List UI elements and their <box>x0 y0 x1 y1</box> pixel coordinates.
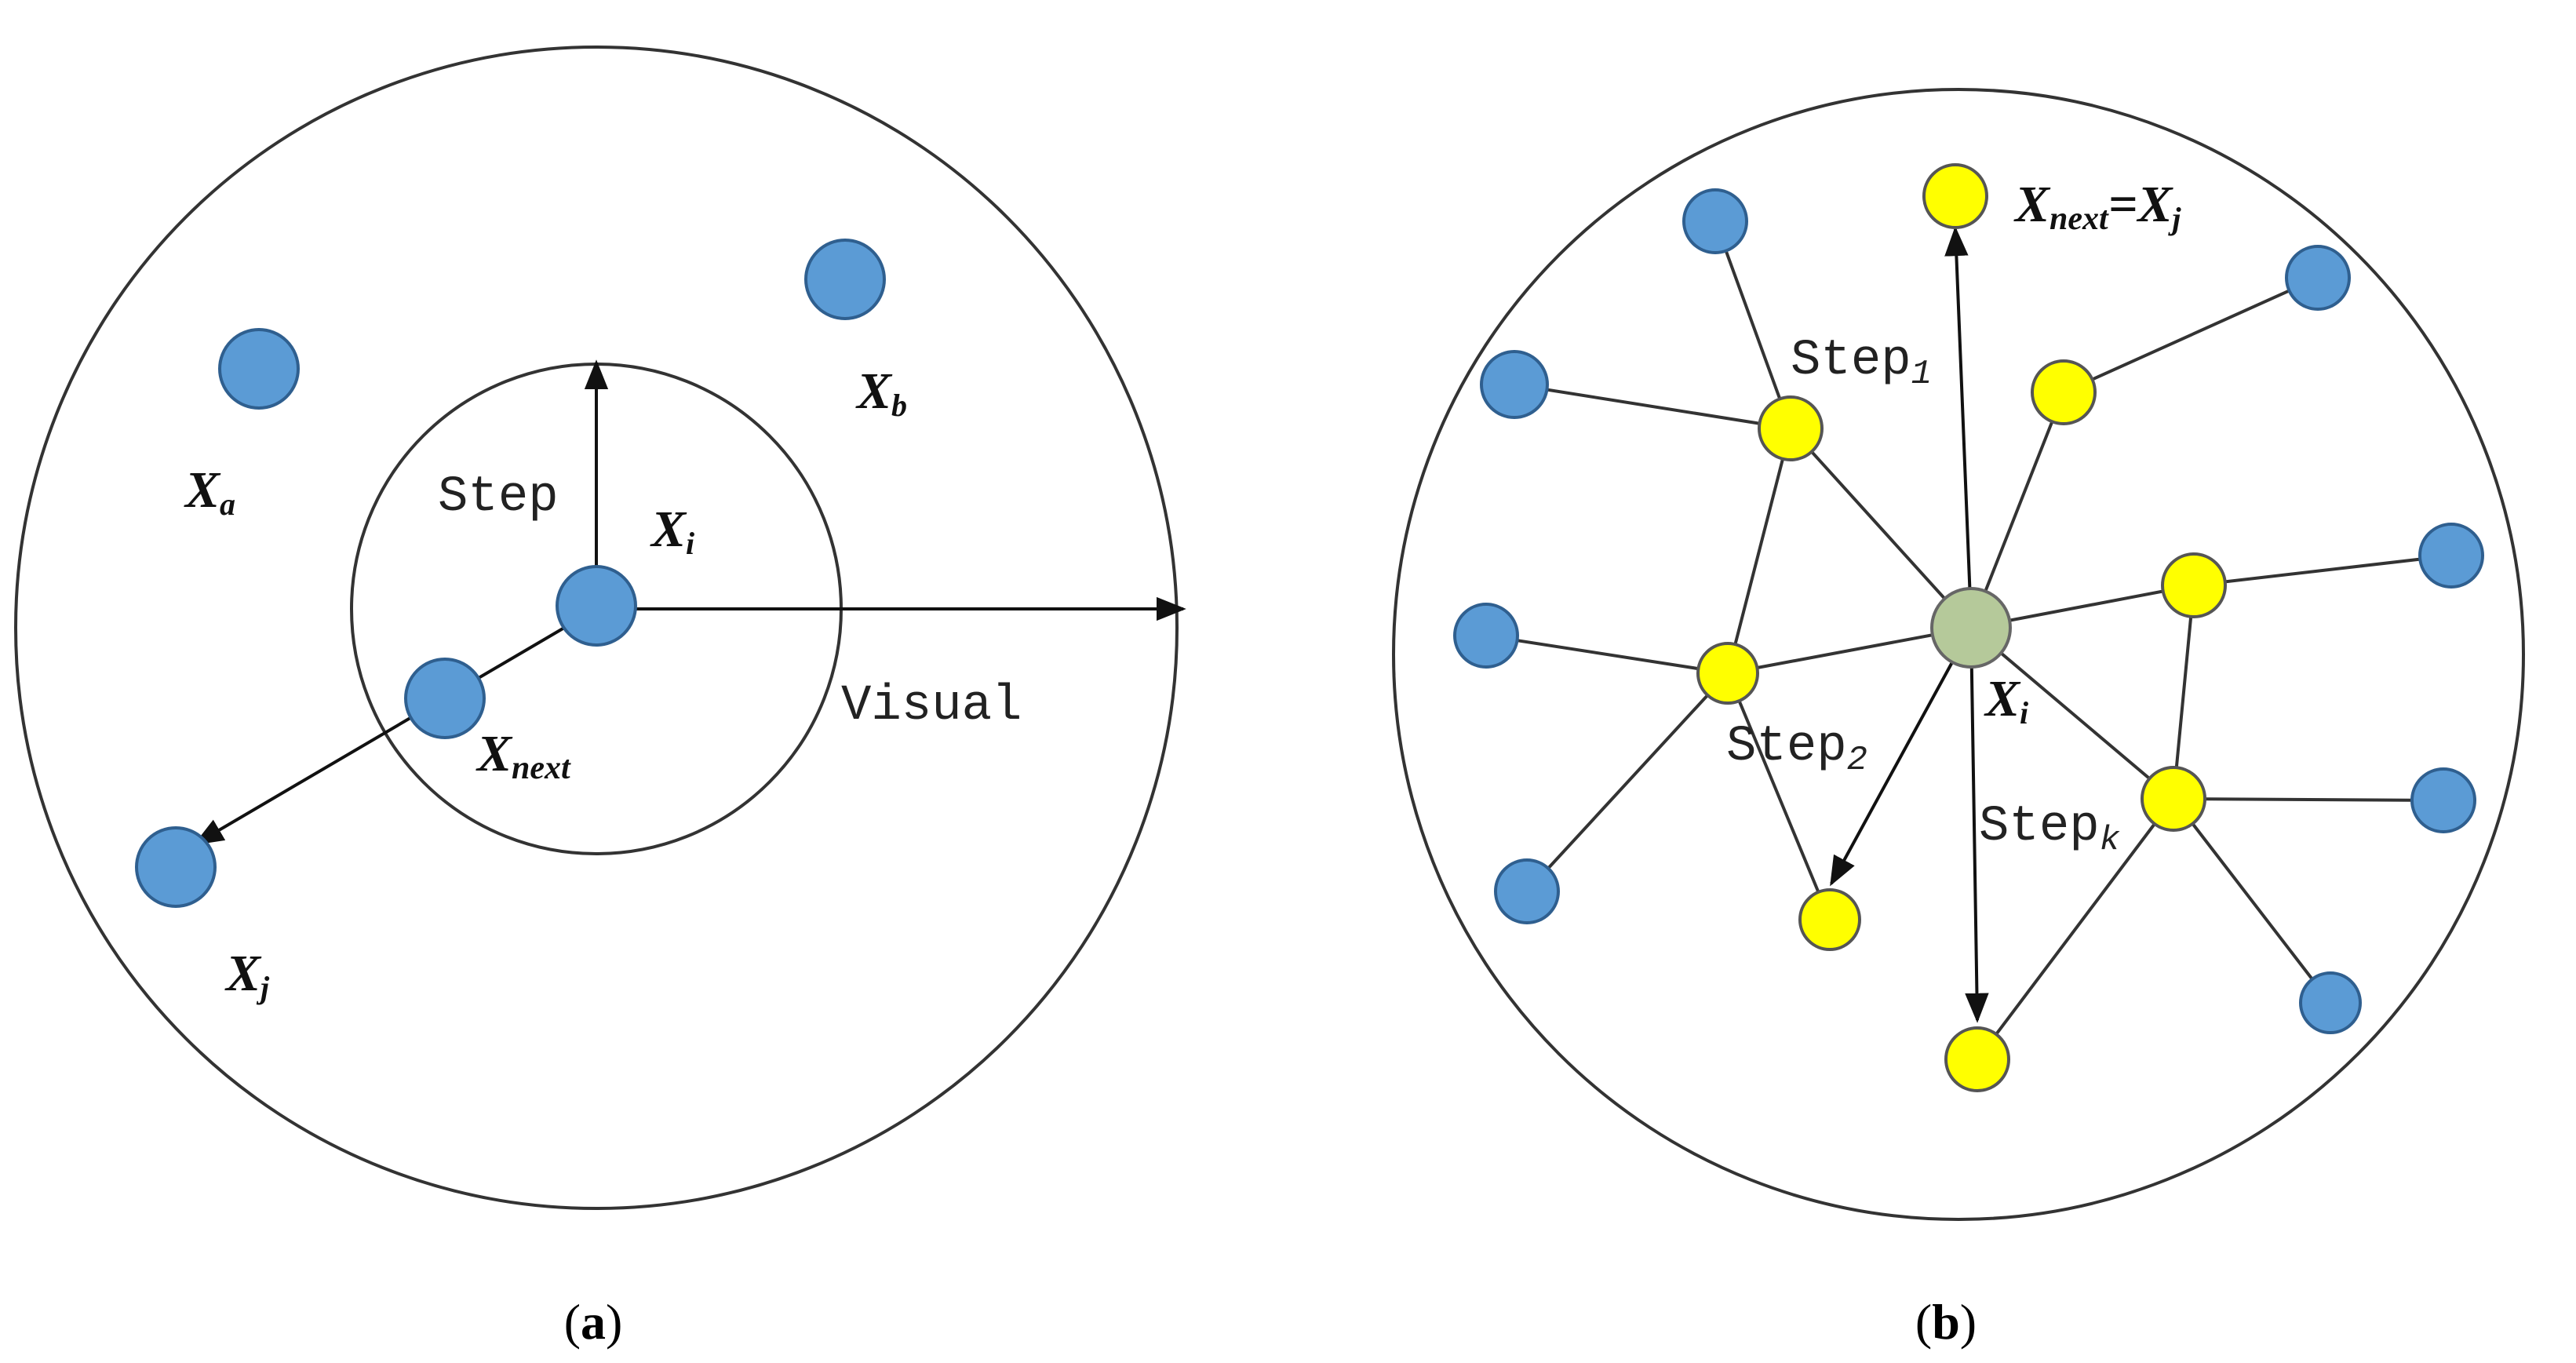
node-xi <box>556 565 637 647</box>
label-step: Step <box>438 469 559 526</box>
caption-b: (b) <box>1915 1294 1977 1350</box>
yellow-node <box>2161 552 2227 618</box>
blue-node <box>2418 523 2484 589</box>
center-node-xi <box>1930 587 2012 669</box>
label-xnext-eq-xj: Xnext=Xj <box>2013 176 2181 237</box>
edge <box>1485 634 1729 675</box>
blue-node <box>2285 245 2351 311</box>
label-visual: Visual <box>841 678 1022 734</box>
label-xi: Xi <box>1984 670 2028 731</box>
blue-node <box>1682 188 1748 254</box>
label-step1: Step1 <box>1791 333 1932 394</box>
yellow-node <box>2141 766 2206 832</box>
edge <box>2063 276 2319 394</box>
edge <box>2172 797 2332 1004</box>
blue-node <box>2299 971 2362 1034</box>
yellow-node <box>1944 1026 2010 1092</box>
node-xnext <box>404 658 486 739</box>
yellow-node <box>1798 888 1861 951</box>
label-xb: Xb <box>855 363 907 423</box>
blue-node <box>1480 350 1549 419</box>
move-arrow <box>193 607 598 845</box>
edge <box>2173 797 2444 802</box>
edge <box>1726 672 1831 920</box>
node-xa <box>218 328 300 410</box>
panel-a: Xa Xb Xi Xnext Xj Step Visual (a) <box>14 46 1186 1350</box>
edge <box>1726 428 1792 674</box>
visual-range-circle <box>14 46 1179 1210</box>
yellow-node <box>1758 395 1824 461</box>
edge <box>1969 392 2065 629</box>
edge <box>2193 554 2452 587</box>
node-xj <box>135 826 217 908</box>
label-stepk: Stepk <box>1979 799 2120 860</box>
edge <box>1514 383 1791 430</box>
edge <box>1789 427 1973 629</box>
edge <box>2172 585 2195 800</box>
neighborhood-circle <box>1392 88 2525 1221</box>
yellow-node <box>1696 642 1759 705</box>
caption-a: (a) <box>564 1294 623 1350</box>
yellow-node <box>2031 359 2097 425</box>
edge <box>1969 626 2175 800</box>
edges <box>1485 220 2452 1061</box>
label-step2: Step2 <box>1726 719 1867 780</box>
step2-arrow <box>1830 627 1973 887</box>
label-xi: Xi <box>650 501 694 561</box>
edge <box>1976 797 2175 1061</box>
blue-node <box>1453 603 1519 669</box>
yellow-node-xj <box>1922 163 1988 229</box>
panel-b: Xnext=Xj Step1 Xi Step2 Stepk (b) <box>1392 88 2525 1350</box>
stepk-arrow <box>1965 627 1989 1023</box>
blue-node <box>2410 767 2476 833</box>
label-xa: Xa <box>184 461 235 522</box>
label-xj: Xj <box>224 945 270 1005</box>
node-xb <box>804 239 886 320</box>
edge <box>1727 626 1972 675</box>
label-xnext: Xnext <box>475 725 571 786</box>
step1-arrow <box>1944 226 1973 621</box>
blue-node <box>1494 858 1560 924</box>
edge <box>1525 672 1729 893</box>
edge <box>1714 220 1792 429</box>
